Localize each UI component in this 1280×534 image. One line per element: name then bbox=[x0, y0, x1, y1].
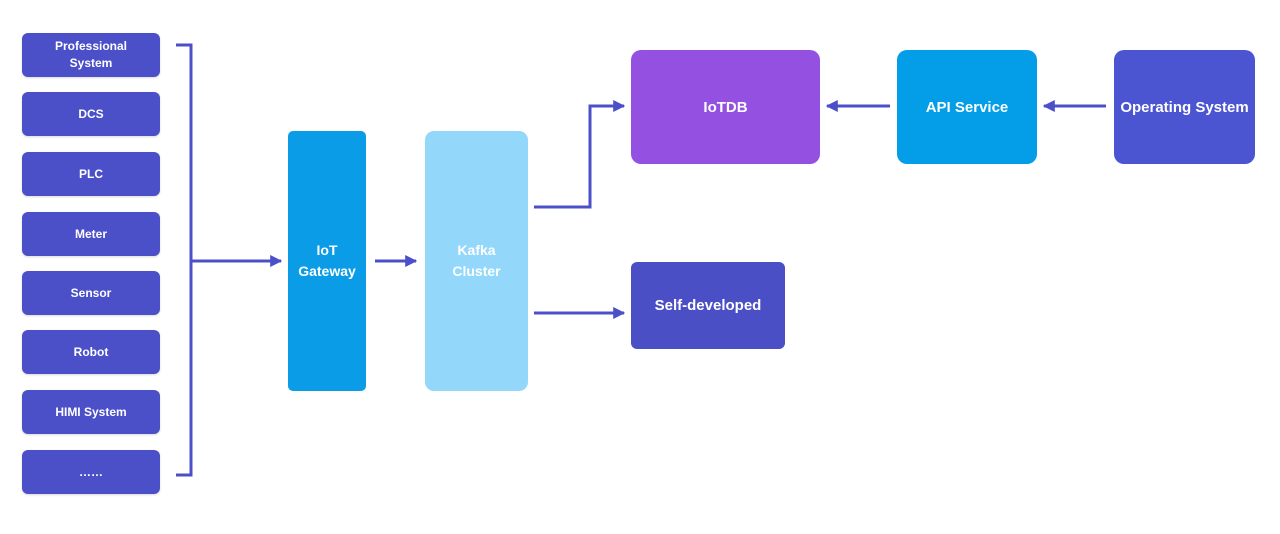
gateway-label-line1: IoT bbox=[316, 242, 338, 258]
operating-system-node: Operating System bbox=[1114, 50, 1255, 164]
source-meter: Meter bbox=[22, 212, 160, 256]
source-label-line: Professional bbox=[54, 39, 128, 53]
self-developed-label: Self-developed bbox=[654, 297, 762, 314]
sources-bracket bbox=[176, 43, 193, 477]
source-label: HIMI System bbox=[55, 404, 127, 419]
source-label-line: System bbox=[69, 56, 113, 70]
source-label: Robot bbox=[73, 344, 109, 359]
iotdb-label: IoTDB bbox=[703, 98, 748, 116]
source-plc: PLC bbox=[22, 152, 160, 196]
source-sensor: Sensor bbox=[22, 271, 160, 315]
gateway-label-line2: Gateway bbox=[298, 263, 356, 279]
operating-system-label: Operating System bbox=[1120, 98, 1249, 116]
source-label: Sensor bbox=[70, 285, 112, 300]
kafka-cluster-node: Kafka Cluster bbox=[425, 131, 528, 391]
source-dcs: DCS bbox=[22, 92, 160, 136]
iotdb-node: IoTDB bbox=[631, 50, 820, 164]
iot-gateway-node: IoT Gateway bbox=[288, 131, 366, 391]
source-label: DCS bbox=[78, 106, 104, 121]
source-professional-system: Professional System bbox=[22, 33, 160, 77]
api-service-node: API Service bbox=[897, 50, 1037, 164]
arrow-kafka-to-iotdb bbox=[534, 100, 626, 209]
source-label: …… bbox=[79, 464, 103, 479]
self-developed-node: Self-developed bbox=[631, 262, 785, 349]
source-robot: Robot bbox=[22, 330, 160, 374]
source-more: …… bbox=[22, 450, 160, 494]
api-service-label: API Service bbox=[925, 98, 1009, 116]
source-himi-system: HIMI System bbox=[22, 390, 160, 434]
source-label: Meter bbox=[74, 226, 107, 241]
source-label: PLC bbox=[79, 166, 103, 181]
kafka-label-line1: Kafka bbox=[457, 242, 496, 258]
kafka-label-line2: Cluster bbox=[452, 263, 501, 279]
